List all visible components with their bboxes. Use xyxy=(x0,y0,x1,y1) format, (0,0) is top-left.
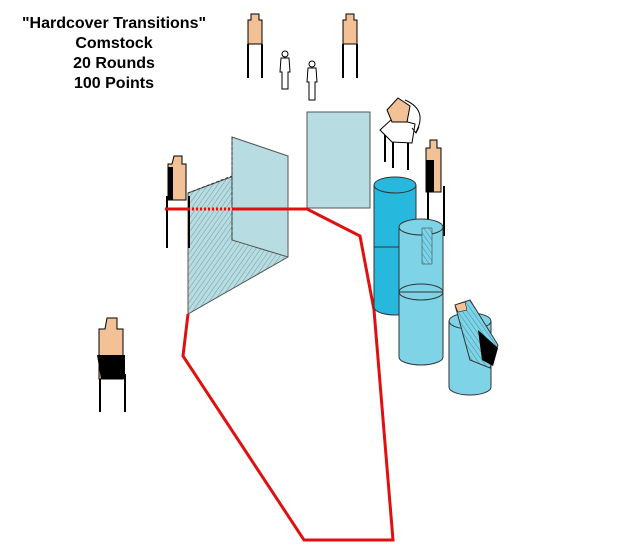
stage-info: "Hardcover Transitions" Comstock 20 Roun… xyxy=(0,14,228,94)
swinging-target xyxy=(379,97,421,170)
target-bottom-left xyxy=(97,317,126,412)
target-top-right xyxy=(342,13,358,78)
fault-line xyxy=(165,207,395,542)
target-top-left xyxy=(247,13,263,78)
stage-title: "Hardcover Transitions" xyxy=(21,15,207,32)
wall-left xyxy=(187,136,289,315)
no-shoot-left xyxy=(279,50,291,90)
no-shoot-right xyxy=(306,60,318,101)
scoring-method: Comstock xyxy=(75,35,153,52)
round-count: 20 Rounds xyxy=(73,55,155,72)
barrel-stack-middle xyxy=(398,218,444,366)
wall-right xyxy=(306,111,371,209)
target-left-wall xyxy=(166,155,190,248)
point-total: 100 Points xyxy=(73,75,155,92)
target-front-barrel xyxy=(454,299,499,369)
